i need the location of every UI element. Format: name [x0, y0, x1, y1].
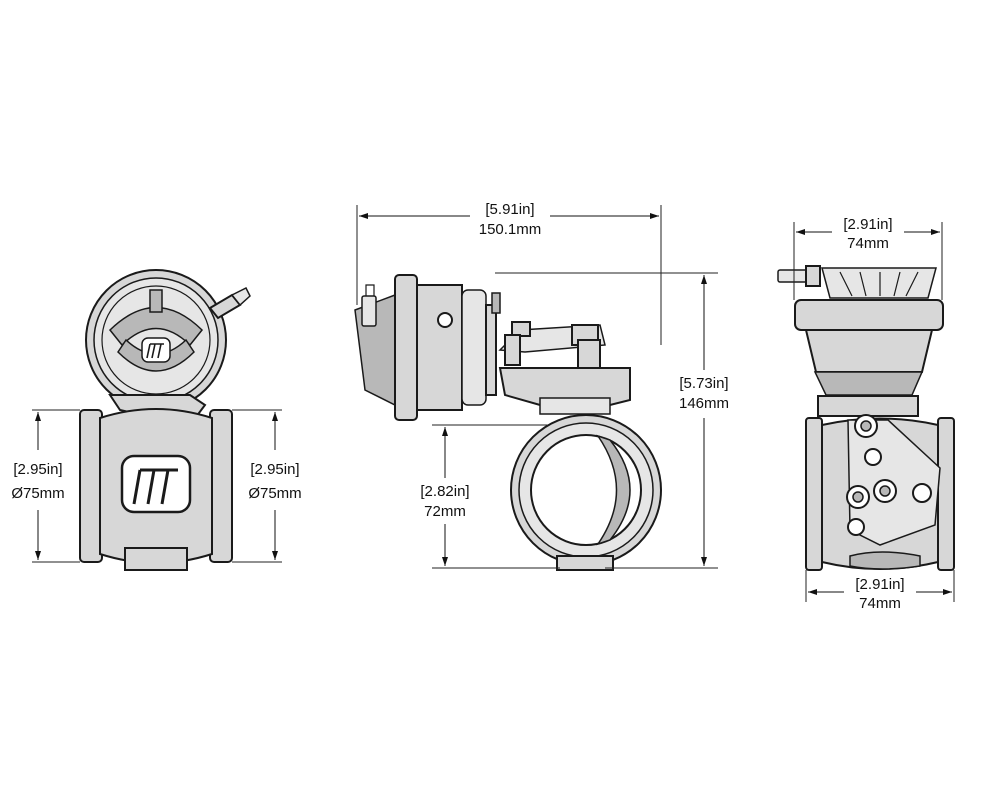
side-pipe-height-dimension: [2.82in] 72mm: [420, 424, 560, 569]
front-inlet-metric: Ø75mm: [11, 485, 64, 502]
side-view: [5.91in] 150.1mm [5.73in] 146mm [2.82in]…: [354, 201, 729, 571]
front-view: [2.95in] Ø75mm [2.95in] Ø75mm: [11, 269, 302, 571]
rear-bottom-width-metric: 74mm: [859, 595, 901, 612]
side-actuator: [354, 274, 631, 421]
front-outlet-imperial: [2.95in]: [250, 461, 299, 478]
rear-bottom-width-dimension: [2.91in] 74mm: [805, 570, 955, 612]
rear-top-width-metric: 74mm: [847, 235, 889, 252]
rear-pipe-body: [805, 414, 955, 571]
side-width-imperial: [5.91in]: [485, 201, 534, 218]
side-pipe-height-metric: 72mm: [424, 503, 466, 520]
side-height-dimension: [5.73in] 146mm: [495, 272, 729, 569]
rear-view: [2.91in] 74mm [2.91in] 74mm: [777, 216, 955, 612]
rear-top-width-dimension: [2.91in] 74mm: [793, 216, 943, 300]
rear-actuator: [777, 265, 944, 417]
front-inlet-dimension: [2.95in] Ø75mm: [11, 409, 80, 563]
rear-top-width-imperial: [2.91in]: [843, 216, 892, 233]
front-outlet-dimension: [2.95in] Ø75mm: [232, 409, 302, 563]
logo-icon: [120, 454, 192, 514]
side-pipe: [510, 414, 662, 571]
side-width-metric: 150.1mm: [479, 221, 542, 238]
side-height-imperial: [5.73in]: [679, 375, 728, 392]
front-inlet-imperial: [2.95in]: [13, 461, 62, 478]
side-pipe-height-imperial: [2.82in]: [420, 483, 469, 500]
side-height-metric: 146mm: [679, 395, 729, 412]
front-outlet-metric: Ø75mm: [248, 485, 301, 502]
rear-bottom-width-imperial: [2.91in]: [855, 576, 904, 593]
side-width-dimension: [5.91in] 150.1mm: [356, 201, 662, 345]
logo-icon: [141, 337, 171, 363]
